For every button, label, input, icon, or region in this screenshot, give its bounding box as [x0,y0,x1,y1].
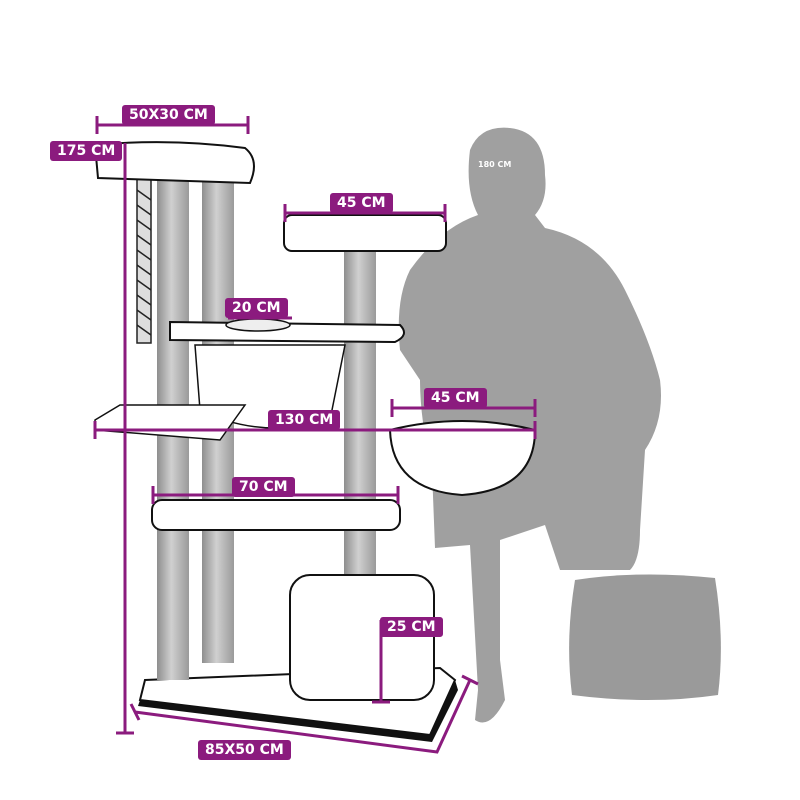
label-bowl: 20 CM [225,298,288,318]
label-base: 85X50 CM [198,740,291,760]
label-basket: 45 CM [424,388,487,408]
dimension-line-total-height [116,143,134,735]
house [289,574,435,701]
label-person-height: 180 CM [478,160,512,169]
label-total-width: 130 CM [268,410,341,430]
person-silhouette [398,127,661,723]
dimension-lines [93,116,537,754]
dimension-line-basket [390,399,537,417]
bowl [225,318,291,332]
top-platform [93,141,255,185]
basket [388,420,537,497]
label-top-platform: 50X30 CM [122,105,215,125]
middle-platform [151,499,401,531]
stool [569,574,721,700]
label-middle-platform: 70 CM [232,477,295,497]
label-house-height: 25 CM [380,617,443,637]
dimension-line-top-platform [95,116,250,134]
rope-twist [136,189,152,336]
side-platform [94,404,247,441]
dimension-line-total-width [93,421,537,439]
base-edge [138,680,458,742]
label-total-height: 175 CM [50,141,123,161]
dimension-line-base [129,674,479,754]
label-upper-platform: 45 CM [330,193,393,213]
dimension-line-upper-platform [283,204,447,222]
upper-platform [283,214,447,252]
